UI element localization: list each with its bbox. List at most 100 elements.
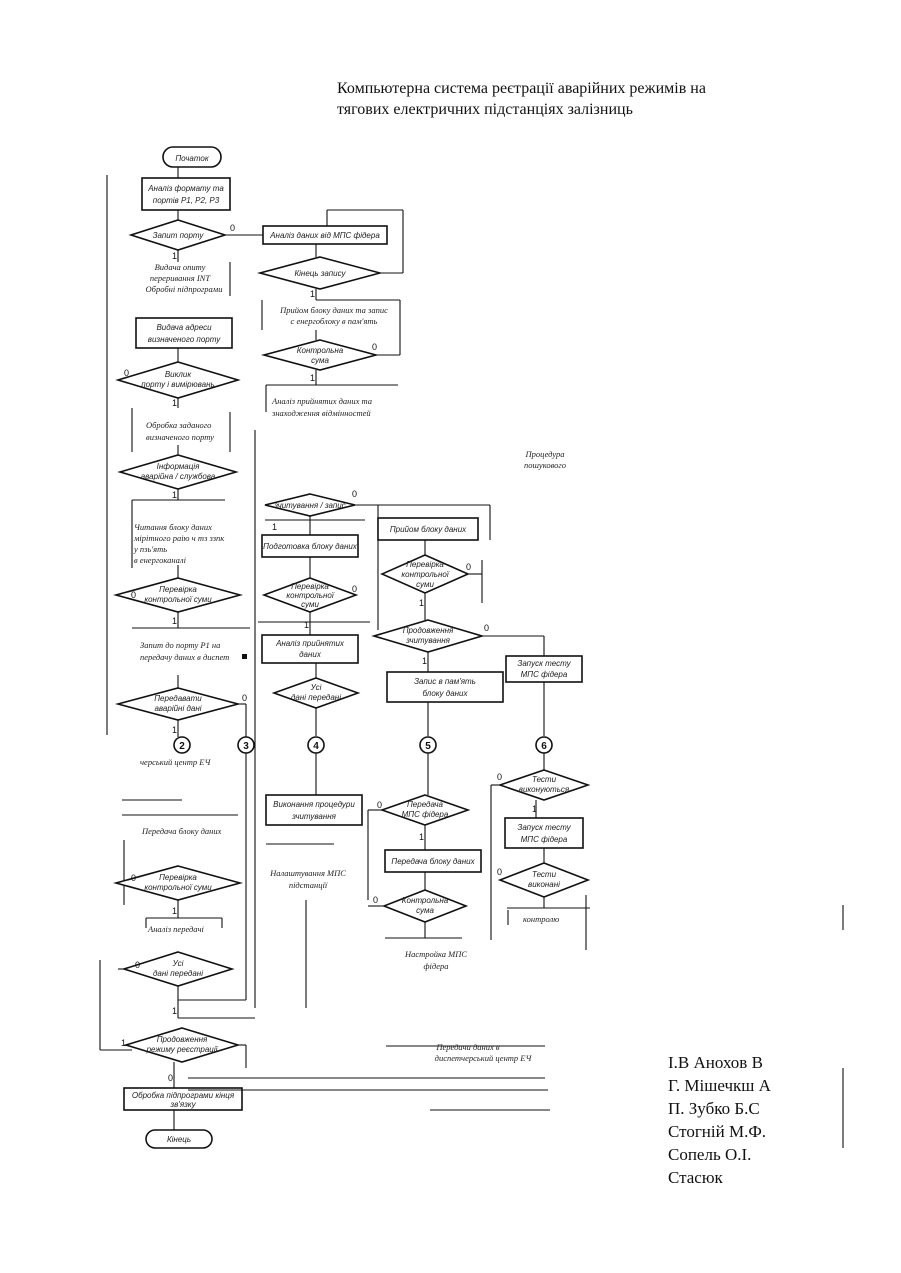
svg-text:знаходження відмінностей: знаходження відмінностей: [271, 408, 371, 418]
svg-text:Перевірка: Перевірка: [291, 582, 329, 591]
svg-text:Продовження: Продовження: [157, 1035, 208, 1044]
svg-text:Усі: Усі: [172, 959, 184, 968]
svg-text:Видача адреси: Видача адреси: [156, 323, 212, 332]
svg-text:контрольної суми: контрольної суми: [144, 595, 212, 604]
author-3: П. Зубко Б.С: [668, 1097, 771, 1120]
svg-text:0: 0: [242, 693, 247, 703]
svg-text:с енергоблоку в пам'ять: с енергоблоку в пам'ять: [291, 316, 378, 326]
svg-text:Продовження: Продовження: [403, 626, 454, 635]
author-5: Сопель О.І.: [668, 1143, 771, 1166]
svg-text:0: 0: [124, 368, 129, 378]
svg-text:1: 1: [310, 373, 315, 383]
svg-text:0: 0: [352, 489, 357, 499]
svg-text:1: 1: [419, 832, 424, 842]
svg-text:Кінець: Кінець: [167, 1135, 191, 1144]
svg-text:суми: суми: [301, 600, 319, 609]
svg-text:контрольної: контрольної: [401, 570, 449, 579]
svg-text:МПС фідера: МПС фідера: [521, 835, 568, 844]
svg-text:МПС фідера: МПС фідера: [402, 810, 449, 819]
svg-text:Видача опиту: Видача опиту: [155, 262, 206, 272]
svg-text:1: 1: [172, 906, 177, 916]
authors-list: І.В Анохов В Г. Мішечкш А П. Зубко Б.С С…: [668, 1051, 771, 1189]
svg-text:блоку даних: блоку даних: [422, 689, 468, 698]
svg-text:0: 0: [168, 1073, 173, 1083]
column-b: Аналіз даних від МПС фідера Кінець запис…: [258, 210, 490, 1008]
author-2: Г. Мішечкш А: [668, 1074, 771, 1097]
author-6: Стасюк: [668, 1166, 771, 1189]
start-text: Початок: [175, 154, 210, 163]
svg-text:1: 1: [121, 1038, 126, 1048]
svg-text:4: 4: [313, 741, 319, 752]
svg-text:фідера: фідера: [423, 961, 448, 971]
svg-text:Кінець запису: Кінець запису: [294, 269, 346, 278]
svg-text:режиму реєстрації: режиму реєстрації: [146, 1045, 219, 1054]
svg-text:Читання блоку даних: Читання блоку даних: [134, 522, 212, 532]
svg-text:зв'язку: зв'язку: [169, 1100, 196, 1109]
svg-text:черський центр ЕЧ: черський центр ЕЧ: [140, 757, 211, 767]
svg-text:дані передані: дані передані: [291, 693, 341, 702]
svg-text:МПС фідера: МПС фідера: [521, 670, 568, 679]
svg-text:Усі: Усі: [310, 683, 322, 692]
svg-text:1: 1: [172, 490, 177, 500]
svg-text:1: 1: [172, 725, 177, 735]
svg-text:Аналіз прийнятих даних та: Аналіз прийнятих даних та: [271, 396, 372, 406]
svg-text:Запит до порту Р1 на: Запит до порту Р1 на: [140, 640, 220, 650]
svg-text:Прийом блоку даних та запис: Прийом блоку даних та запис: [279, 305, 388, 315]
svg-text:0: 0: [131, 590, 136, 600]
svg-text:Запит порту: Запит порту: [153, 231, 205, 240]
svg-text:Обробка заданого: Обробка заданого: [146, 420, 211, 430]
svg-text:5: 5: [425, 741, 431, 752]
svg-text:сума: сума: [311, 356, 329, 365]
svg-text:в енергоканалі: в енергоканалі: [134, 555, 187, 565]
svg-text:1: 1: [172, 616, 177, 626]
svg-text:Передача: Передача: [407, 800, 444, 809]
svg-text:виконані: виконані: [528, 880, 560, 889]
svg-text:Тести: Тести: [532, 870, 557, 879]
svg-text:Передача даних в: Передача даних в: [435, 1042, 500, 1052]
svg-text:0: 0: [352, 584, 357, 594]
svg-text:Виконання процедури: Виконання процедури: [273, 800, 355, 809]
svg-text:Виклик: Виклик: [165, 370, 193, 379]
svg-text:суми: суми: [416, 580, 434, 589]
marker-square: [242, 654, 247, 659]
decision-checksum-b: [264, 340, 376, 370]
svg-text:зчитування: зчитування: [291, 812, 337, 821]
svg-text:Обробка підпрограми кінця: Обробка підпрограми кінця: [132, 1091, 235, 1100]
svg-text:Настройка МПС: Настройка МПС: [404, 949, 467, 959]
svg-text:Контрольна: Контрольна: [297, 346, 344, 355]
svg-text:передачу даних в диспет: передачу даних в диспет: [140, 652, 229, 662]
author-4: Стогній М.Ф.: [668, 1120, 771, 1143]
svg-text:Аналіз формату та: Аналіз формату та: [147, 184, 224, 193]
svg-text:переривання INT: переривання INT: [150, 273, 211, 283]
svg-text:Перевірка: Перевірка: [406, 560, 444, 569]
svg-text:аварійна / службова: аварійна / службова: [141, 472, 216, 481]
author-1: І.В Анохов В: [668, 1051, 771, 1074]
svg-text:Контрольна: Контрольна: [402, 896, 449, 905]
svg-text:Запис в пам'ять: Запис в пам'ять: [414, 677, 476, 686]
svg-text:Передача блоку даних: Передача блоку даних: [391, 857, 475, 866]
svg-text:Перевірка: Перевірка: [159, 873, 197, 882]
svg-text:Прийом блоку даних: Прийом блоку даних: [390, 525, 467, 534]
svg-text:1: 1: [272, 522, 277, 532]
svg-text:0: 0: [484, 623, 489, 633]
svg-text:сума: сума: [416, 906, 434, 915]
svg-text:0: 0: [131, 873, 136, 883]
svg-text:Подготовка блоку даних: Подготовка блоку даних: [263, 542, 358, 551]
svg-text:Аналіз даних від МПС фідера: Аналіз даних від МПС фідера: [269, 231, 380, 240]
svg-text:підстанції: підстанції: [289, 880, 328, 890]
svg-text:портів Р1, Р2, Р3: портів Р1, Р2, Р3: [153, 196, 220, 205]
svg-text:зчитування / запис: зчитування / запис: [273, 501, 345, 510]
column-c: Процедура пошукового Прийом блоку даних …: [188, 449, 566, 1110]
svg-text:Аналіз прийнятих: Аналіз прийнятих: [275, 639, 345, 648]
svg-text:Обробні підпрограми: Обробні підпрограми: [146, 284, 223, 294]
svg-text:Процедура: Процедура: [524, 449, 564, 459]
svg-text:визначеного порту: визначеного порту: [146, 432, 214, 442]
svg-text:контрольної: контрольної: [286, 591, 334, 600]
svg-text:1: 1: [172, 1006, 177, 1016]
svg-text:1: 1: [532, 804, 537, 814]
svg-text:Аналіз передачі: Аналіз передачі: [147, 924, 204, 934]
svg-text:порту і вимірювань: порту і вимірювань: [141, 380, 214, 389]
svg-text:мірітного раію ч тз ззпк: мірітного раію ч тз ззпк: [133, 533, 225, 543]
svg-text:Інформація: Інформація: [157, 462, 200, 471]
